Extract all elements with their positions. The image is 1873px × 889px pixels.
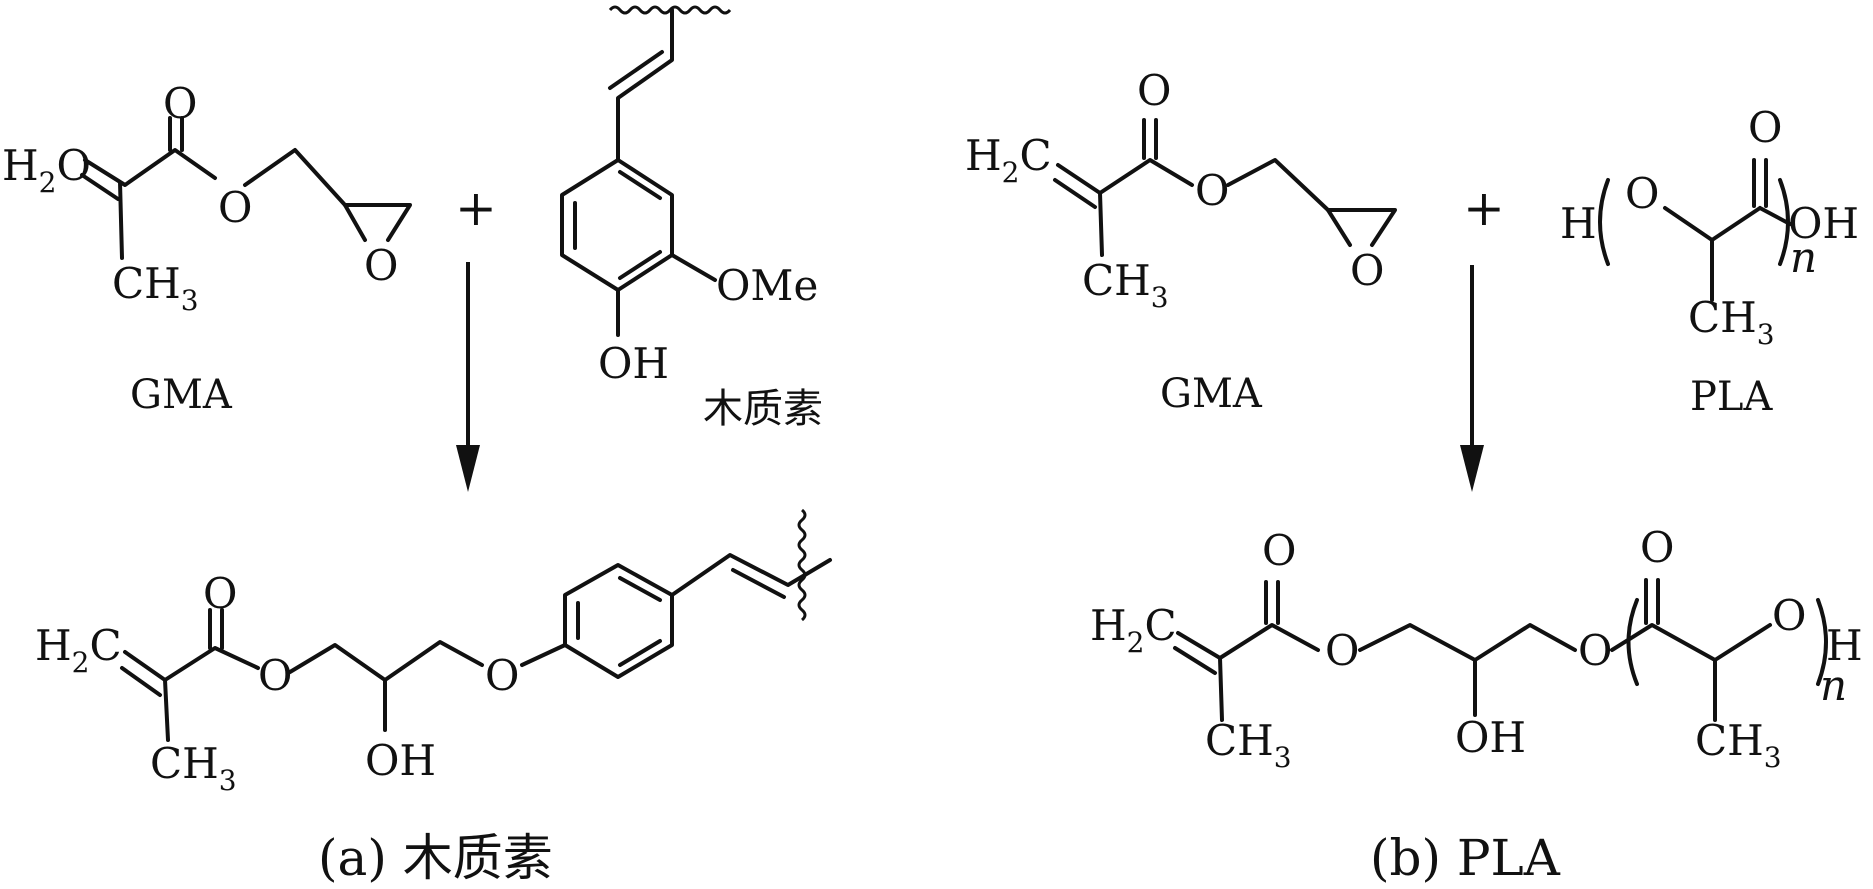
gma-a-carbonyl-o: O: [163, 79, 197, 128]
lignin-label: 木质素: [703, 386, 823, 432]
pla-left-paren: [1598, 178, 1610, 266]
plus-sign-b: +: [1463, 179, 1505, 237]
gma-b-epoxide-ring: [1326, 208, 1397, 247]
product-b-carbonyl-o: O: [1262, 526, 1296, 575]
pla-carbonyl-o: O: [1748, 103, 1782, 152]
product-b-hydroxyl: OH: [1455, 713, 1526, 762]
gma-b-methyl: CH3: [1082, 256, 1169, 314]
gma-b-ester-o: O: [1195, 166, 1229, 215]
arrow-b-head: [1460, 445, 1484, 492]
pla-carbonyl-double: [1752, 158, 1768, 208]
product-a-vinyl: H2C: [35, 621, 122, 679]
gma-b-double-bonds: [1053, 118, 1158, 209]
pla-skeleton: [1663, 206, 1792, 302]
gma-b-label: GMA: [1160, 371, 1263, 417]
pla-reactant-b: H O O OH n CH3 PLA: [1560, 103, 1859, 420]
product-b-link-o: O: [1578, 626, 1612, 675]
lignin-substituents: [616, 253, 717, 337]
lignin-hydroxyl: OH: [598, 339, 669, 388]
caption-a: (a) 木质素: [318, 829, 553, 887]
product-b-pla-skeleton: [1610, 623, 1772, 722]
product-b-skeleton: [1176, 623, 1577, 722]
reaction-arrow-b: [1460, 265, 1484, 492]
lignin-methoxy: OMe: [716, 261, 818, 310]
plus-sign-a: +: [455, 179, 497, 237]
lignin-side-chain-double: [608, 50, 664, 90]
gma-a-epoxide-o: O: [364, 241, 398, 290]
product-a-ring-inner-bonds: [576, 576, 662, 667]
product-b-pla-right-paren: [1816, 598, 1828, 686]
product-b-end-h: H: [1826, 621, 1863, 670]
lignin-reactant-a: OMe OH 木质素: [560, 5, 823, 432]
lignin-side-chain: [616, 8, 674, 162]
product-a-ether-o: O: [485, 651, 519, 700]
product-b-pla-carbonyl-o: O: [1640, 523, 1674, 572]
pla-end-h: H: [1560, 199, 1597, 248]
pla-chain-o: O: [1625, 169, 1659, 218]
product-a-benzene-ring: [563, 563, 674, 679]
gma-a-ester-o: O: [218, 183, 252, 232]
product-b-pla-left-paren: [1626, 598, 1639, 686]
gma-reactant-b: H2C O O O CH3 GMA: [965, 66, 1397, 417]
gma-a-epoxide-ring: [343, 203, 412, 242]
product-b-methyl: CH3: [1205, 716, 1292, 774]
product-a: H2C O O O OH CH3: [35, 508, 832, 797]
panel-b: H2C O O O CH3 GMA + H O O OH n CH3 PLA: [965, 66, 1863, 887]
product-a-side-chain: [670, 553, 832, 597]
product-a-ether-to-ring: [520, 643, 567, 667]
lignin-benzene-ring: [560, 158, 674, 292]
reaction-arrow-a: [456, 262, 480, 492]
gma-b-skeleton: [1056, 158, 1330, 257]
product-b: H2C O O OH O O O H n CH3 CH3: [1090, 523, 1863, 774]
product-a-double-bonds: [120, 608, 224, 697]
pla-label: PLA: [1690, 374, 1773, 420]
pla-repeat-n: n: [1790, 233, 1817, 282]
arrow-a-head: [456, 445, 480, 492]
product-a-skeleton: [123, 640, 484, 742]
product-a-side-chain-double: [731, 568, 786, 599]
pla-methyl: CH3: [1688, 293, 1775, 351]
product-a-wavy-bond: [797, 508, 807, 622]
product-b-ester-o: O: [1325, 626, 1359, 675]
gma-a-double-bonds: [80, 116, 184, 201]
gma-a-methyl: CH3: [112, 259, 199, 317]
gma-b-vinyl: H2C: [965, 131, 1052, 189]
product-b-pla-carbonyl-double: [1644, 578, 1660, 625]
panel-a: H2O O O O CH3 GMA + OMe OH 木质素: [2, 5, 832, 887]
gma-b-epoxide-o: O: [1350, 246, 1384, 295]
lignin-ring-inner-bonds: [573, 170, 662, 280]
product-b-repeat-n: n: [1820, 661, 1847, 710]
gma-a-vinyl-h: H2O: [2, 141, 91, 199]
product-a-methyl: CH3: [150, 739, 237, 797]
gma-reactant-a: H2O O O O CH3 GMA: [2, 79, 412, 418]
product-b-pla-methyl: CH3: [1695, 716, 1782, 774]
gma-b-carbonyl-o: O: [1137, 66, 1171, 115]
product-b-double-bonds: [1173, 580, 1280, 675]
pla-end-oh: OH: [1788, 199, 1859, 248]
product-b-pla-chain-o: O: [1772, 591, 1806, 640]
product-a-ester-o: O: [258, 651, 292, 700]
caption-b: (b) PLA: [1370, 829, 1561, 887]
product-b-vinyl: H2C: [1090, 601, 1177, 659]
product-a-carbonyl-o: O: [203, 569, 237, 618]
product-a-hydroxyl: OH: [365, 736, 436, 785]
gma-a-skeleton: [83, 148, 347, 260]
gma-a-label: GMA: [130, 372, 233, 418]
